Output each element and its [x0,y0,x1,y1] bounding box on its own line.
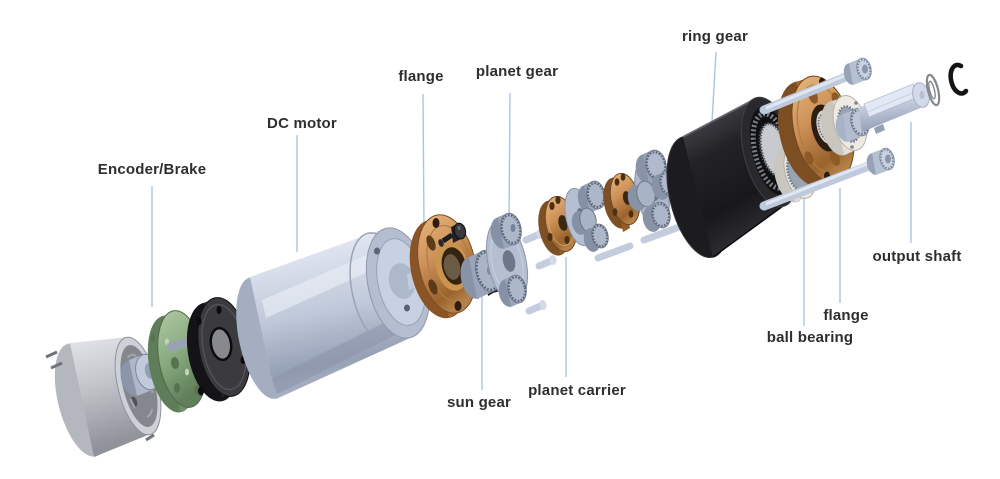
output-shaft-part [835,82,930,142]
planet-gear-part [490,212,527,307]
leader-line-ring-gear [711,51,717,123]
label-dc-motor: DC motor [267,115,337,132]
label-flange-right: flange [823,307,869,324]
label-sun-gear: sun gear [446,394,512,411]
leader-line-flange-left [422,93,425,229]
label-encoder-brake: Encoder/Brake [97,161,207,178]
shaft-washer-part [925,73,941,107]
label-ball-bearing: ball bearing [766,329,854,346]
leader-lines [151,51,912,390]
label-flange-left: flange [398,68,444,85]
flange-screw-top [438,222,467,247]
label-ring-gear: ring gear [682,28,748,45]
assembly-bolt-bottom [759,147,895,211]
dc-motor-part [236,227,431,399]
label-output-shaft: output shaft [872,248,962,265]
planet-gear-stage3-part [627,149,679,232]
planet-gear-stage2-part [564,180,609,252]
gear-shafts-part [594,222,686,262]
ring-gear-part [666,96,800,259]
carrier-pins-part [522,229,557,315]
motor-flange-part [409,214,501,319]
label-planet-carrier: planet carrier [528,382,626,399]
leader-line-planet-gear [508,92,511,222]
label-planet-gear: planet gear [475,63,559,80]
e-clip-part [948,62,969,96]
assembly-bolt-top [759,57,872,115]
